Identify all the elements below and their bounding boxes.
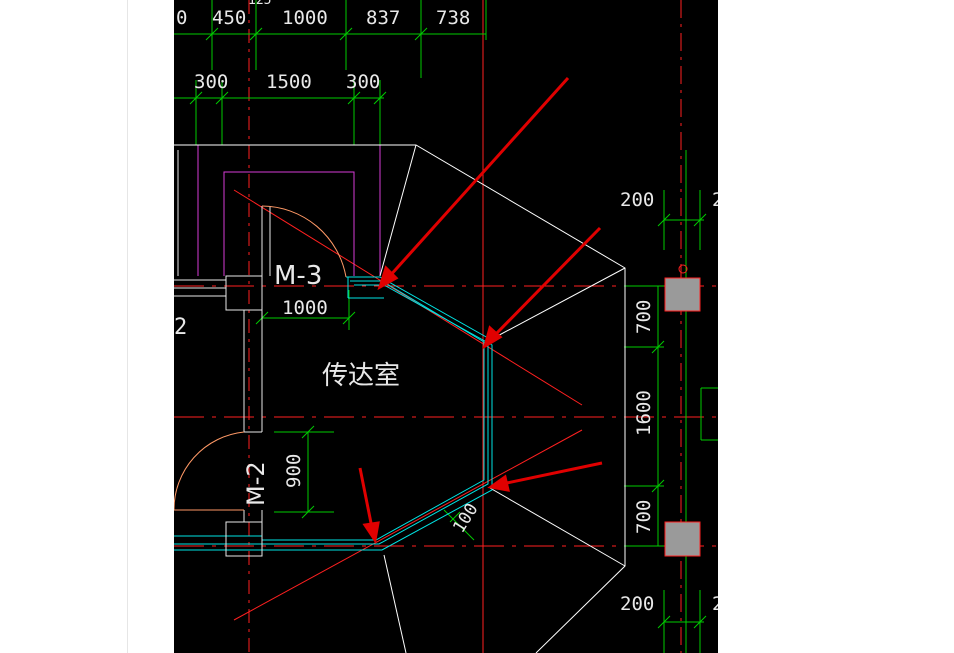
- arrow: [501, 461, 603, 486]
- dim-top-row2: 1500: [266, 71, 312, 93]
- walls: [174, 276, 493, 551]
- page-divider: [127, 0, 128, 653]
- dim-wall-thickness: 100: [449, 500, 482, 537]
- dim-top-row1: 1000: [282, 7, 328, 29]
- column: [664, 277, 701, 312]
- cad-drawing-canvas: 0 450 1000 837 738 125 300 1500 300 1000…: [174, 0, 718, 653]
- arrow: [358, 467, 374, 529]
- dim-right: 200: [620, 189, 654, 211]
- axis-lines: [174, 0, 718, 653]
- dim-right-partial: 2: [712, 593, 718, 615]
- arrowhead: [362, 521, 380, 544]
- dim-top-row1: 0: [176, 7, 187, 29]
- column-marker: [678, 264, 688, 274]
- dim-right: 200: [620, 593, 654, 615]
- arrowhead: [482, 325, 503, 350]
- door-m2-label: M-2: [242, 461, 270, 506]
- dim-top-row1: 738: [436, 7, 470, 29]
- dim-door-m2: 900: [283, 454, 305, 488]
- dim-left-partial: 2: [174, 315, 187, 340]
- dim-top-row1: 450: [212, 7, 246, 29]
- arrowhead: [377, 265, 399, 291]
- dim-top-row2: 300: [194, 71, 228, 93]
- dimension-lines-top: [174, 0, 487, 145]
- columns: [664, 264, 701, 557]
- dim-top-row2: 300: [346, 71, 380, 93]
- dim-top-row1: 837: [366, 7, 400, 29]
- dimension-texts: 0 450 1000 837 738 125 300 1500 300 1000…: [174, 0, 718, 615]
- door-swing-m2: [174, 431, 245, 510]
- canopy-outline: [174, 144, 626, 653]
- arrow: [490, 226, 602, 340]
- axis-line-diagonal: [233, 189, 583, 406]
- arrowhead: [487, 474, 510, 492]
- dim-right: 700: [633, 300, 655, 334]
- annotation-arrows: [358, 76, 603, 544]
- door-swing-m3: [261, 205, 347, 278]
- dimension-lines-right: [624, 150, 718, 653]
- cad-drawing: 0 450 1000 837 738 125 300 1500 300 1000…: [174, 0, 718, 653]
- axis-line-diagonal: [233, 429, 583, 621]
- dimension-lines-inner: [255, 290, 475, 541]
- dim-top-partial: 125: [248, 0, 271, 8]
- column: [664, 521, 701, 557]
- dim-right-partial: 2: [712, 189, 718, 211]
- door-m3-label: M-3: [274, 261, 322, 291]
- dim-door-m3-width: 1000: [282, 297, 328, 319]
- room-label: 传达室: [322, 361, 400, 391]
- dim-right: 1600: [633, 390, 655, 436]
- door-swings: [174, 205, 347, 511]
- dim-right: 700: [633, 500, 655, 534]
- interior-walls: [174, 150, 271, 557]
- arrow: [386, 76, 570, 280]
